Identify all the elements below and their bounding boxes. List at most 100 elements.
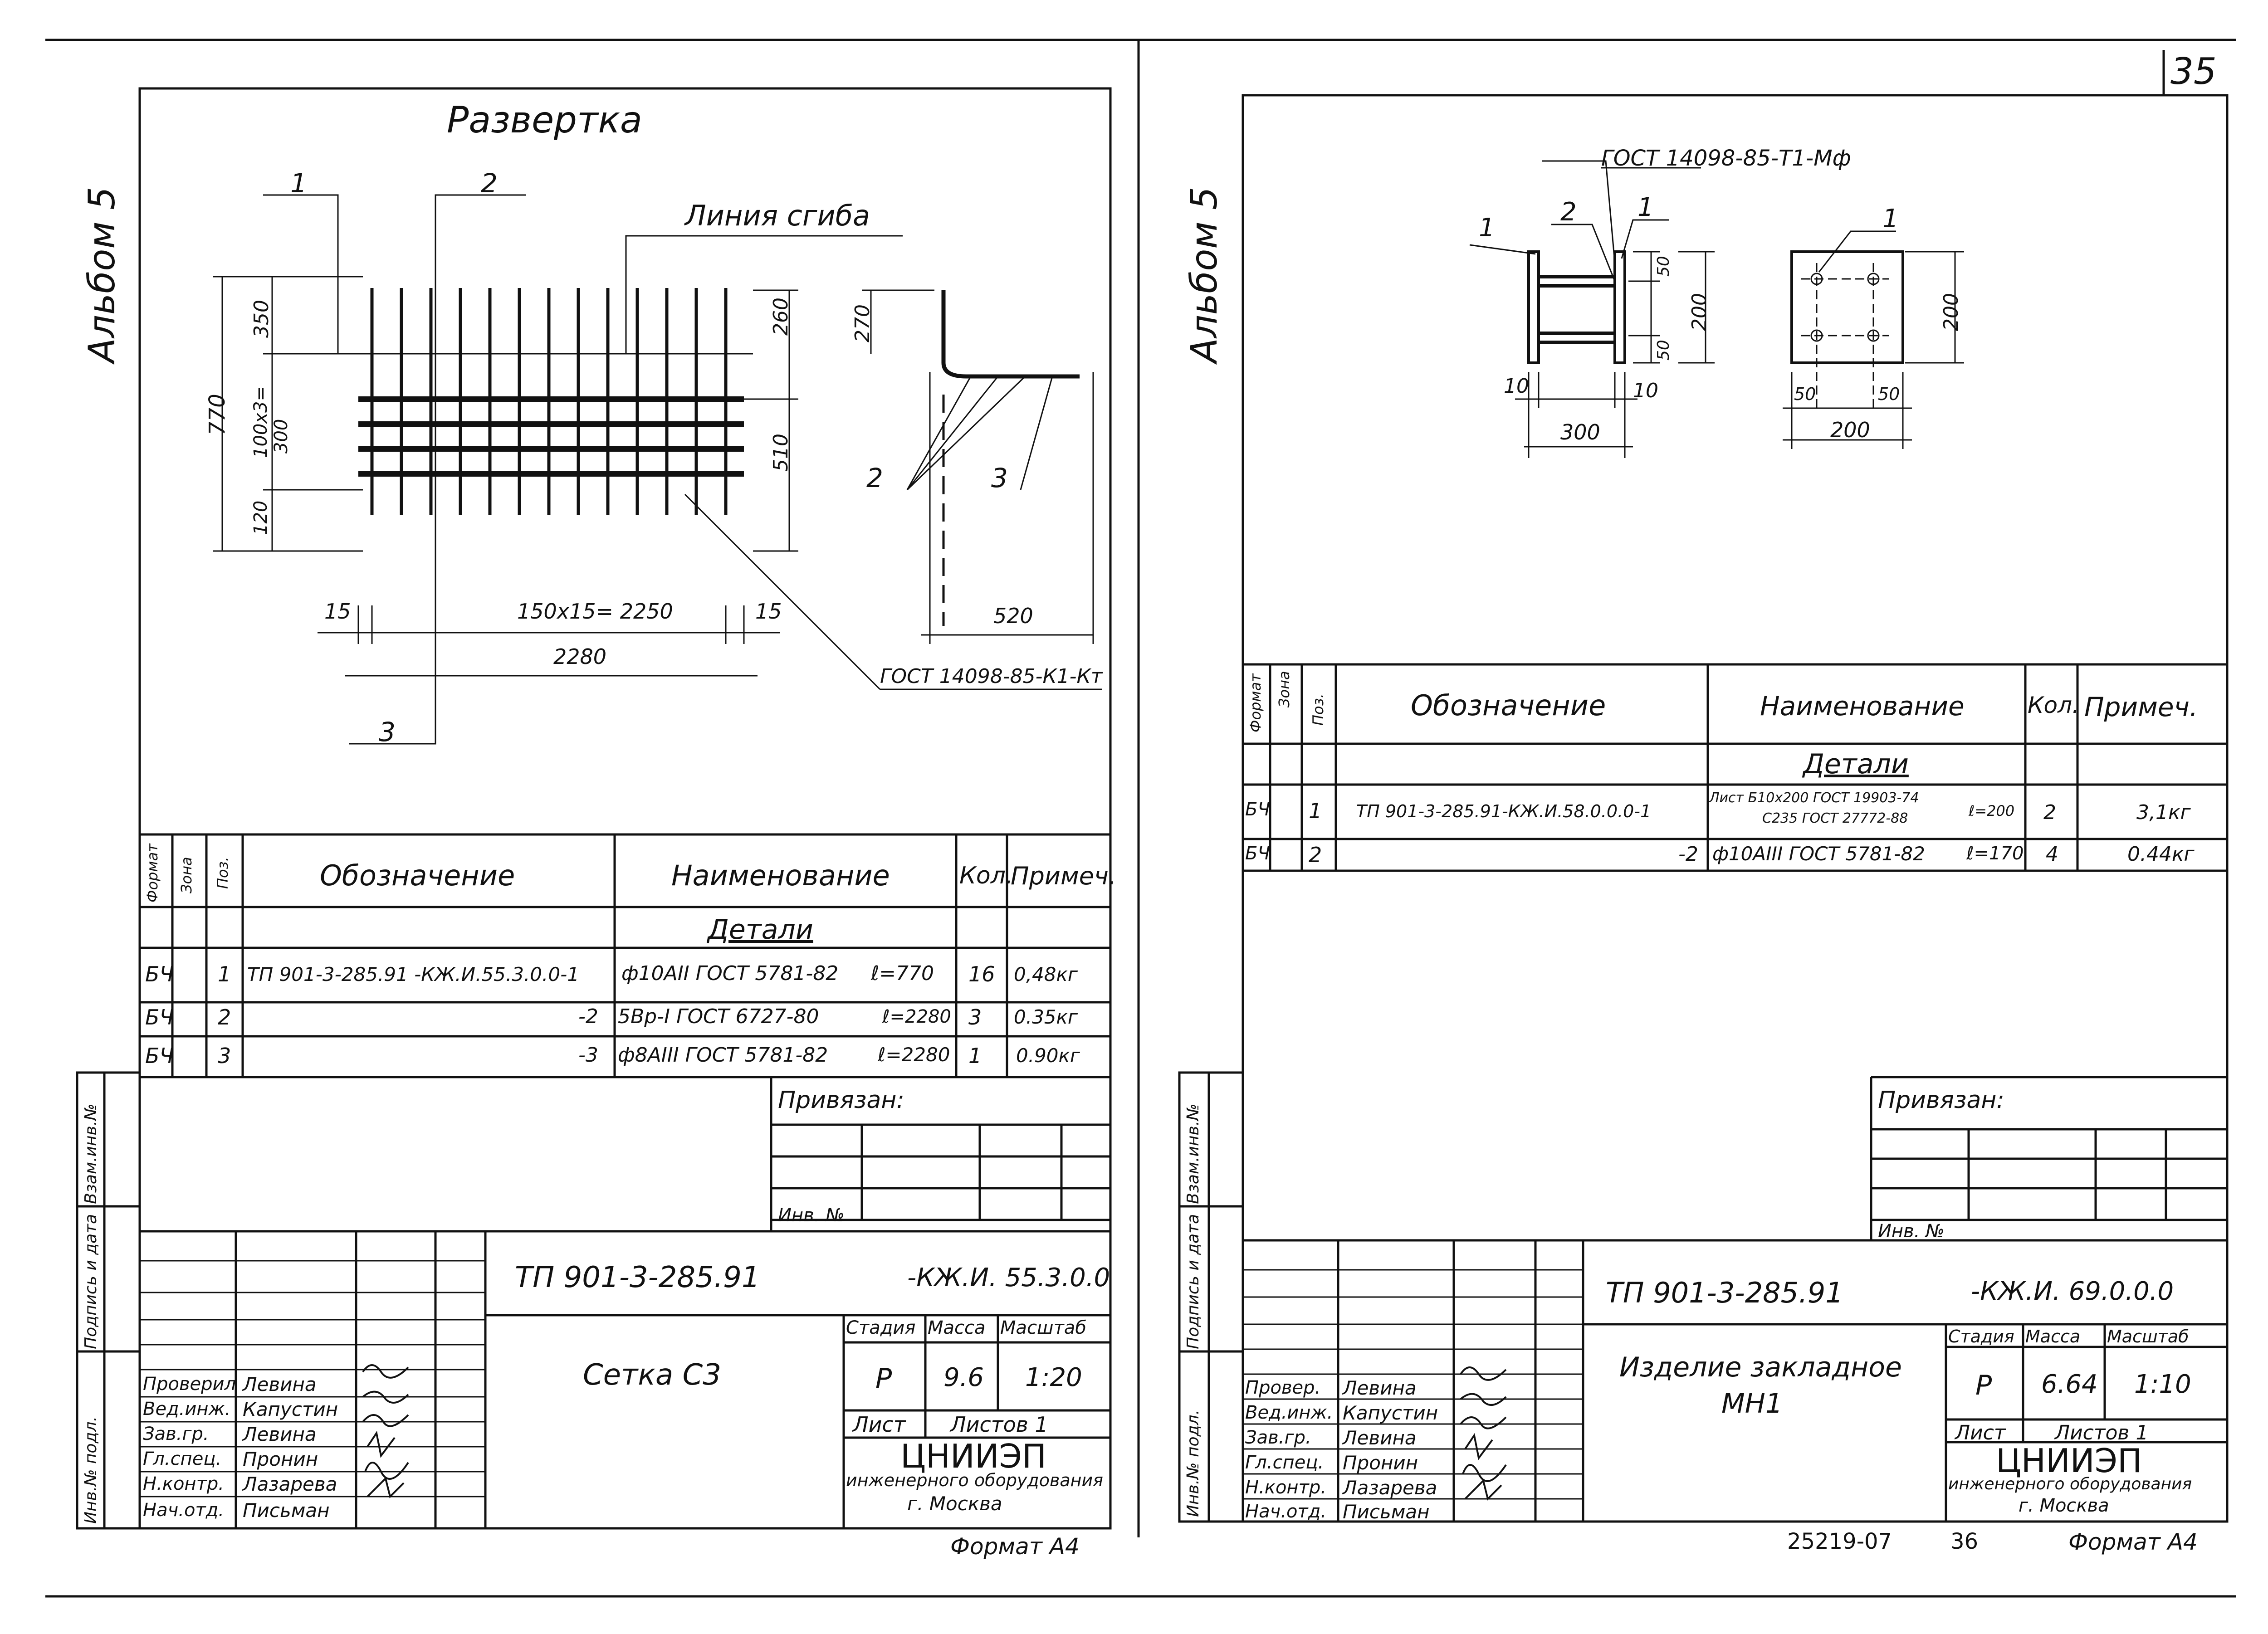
left-person-4-role: Гл.спец. (143, 1449, 222, 1469)
left-scale: 1:20 (1025, 1363, 1082, 1392)
right-row2-note: 0.44кг (2127, 843, 2195, 866)
left-org-line2: инженерного оборудования (846, 1470, 1104, 1490)
right-col-zone: Зона (1276, 671, 1293, 707)
dim-350: 350 (250, 300, 273, 338)
left-format-label: Формат А4 (950, 1533, 1080, 1560)
left-person-2-name: Капустин (243, 1398, 338, 1420)
right-sheets-label: Листов 1 (2055, 1421, 2149, 1444)
left-row1-length: ℓ=770 (871, 962, 934, 985)
right-person-6-name: Письман (1343, 1501, 1430, 1523)
right-stamp-sign-date: Подпись и дата (1184, 1214, 1202, 1349)
right-inv-label: Инв. № (1878, 1221, 1945, 1242)
right-callout-1b: 1 (1637, 193, 1654, 222)
left-mass-label: Масса (928, 1317, 986, 1338)
left-album-label: Альбом 5 (81, 187, 123, 363)
right-stage: Р (1975, 1370, 1992, 1401)
right-col-note: Примеч. (2084, 692, 2198, 722)
right-mass-label: Масса (2025, 1327, 2081, 1346)
right-person-2-name: Капустин (1343, 1402, 1438, 1424)
left-row1-note: 0,48кг (1014, 963, 1078, 985)
dim-510: 510 (769, 434, 792, 472)
signatures (362, 1364, 1507, 1501)
page-number: 35 (2170, 50, 2217, 93)
left-row1-name: ф10АII ГОСТ 5781-82 (621, 962, 839, 985)
left-row1-format: БЧ (145, 962, 174, 986)
dim-r-10b: 10 (1633, 379, 1658, 402)
left-stamp-inv-orig: Инв.№ подл. (82, 1416, 100, 1524)
left-person-1-role: Проверил (143, 1374, 236, 1395)
right-row2-qty: 4 (2046, 843, 2058, 866)
left-sheet-frame (138, 87, 1112, 1530)
right-person-4-name: Пронин (1343, 1452, 1418, 1474)
left-bound-label: Привязан: (778, 1087, 904, 1114)
right-person-4-role: Гл.спец. (1245, 1452, 1324, 1473)
left-item-name: Сетка С3 (583, 1358, 721, 1392)
right-mass: 6.64 (2041, 1370, 2098, 1399)
left-doc-code: ТП 901-3-285.91 (515, 1261, 760, 1294)
right-org-line2: инженерного оборудования (1948, 1475, 2192, 1493)
left-row3-length: ℓ=2280 (878, 1044, 950, 1066)
right-person-2-role: Вед.инж. (1245, 1402, 1333, 1423)
right-col-format: Формат (1247, 673, 1264, 732)
right-row1-format: БЧ (1245, 799, 1270, 820)
left-callout-2: 2 (481, 168, 498, 199)
left-mass: 9.6 (943, 1363, 984, 1392)
left-row2-qty: 3 (968, 1005, 982, 1029)
right-item-name-1: Изделие закладное (1619, 1351, 1902, 1383)
left-col-designation: Обозначение (320, 859, 515, 892)
left-row3-note: 0.90кг (1016, 1044, 1080, 1067)
right-spec-table-grid (1243, 663, 2227, 872)
right-row2-format: БЧ (1245, 843, 1270, 864)
right-row1-name-top: Лист Б10х200 ГОСТ 19903-74 (1709, 790, 1919, 806)
right-item-name-2: МН1 (1721, 1388, 1783, 1419)
right-side-stamp (1178, 1071, 1244, 1523)
right-sheet-frame (1242, 94, 2229, 1523)
left-row2-note: 0.35кг (1014, 1006, 1078, 1028)
dim-r-50d: 50 (1878, 384, 1900, 404)
dim-r-200c: 200 (1830, 418, 1870, 442)
dim-r-300: 300 (1560, 420, 1600, 444)
left-person-6-role: Нач.отд. (143, 1500, 225, 1521)
left-callout-1: 1 (290, 168, 307, 199)
right-col-name: Наименование (1760, 691, 1965, 722)
right-person-3-role: Зав.гр. (1245, 1427, 1311, 1448)
dim-r-50a: 50 (1654, 256, 1673, 277)
dim-150x15: 150x15= 2250 (517, 599, 673, 624)
right-stage-label: Стадия (1948, 1327, 2014, 1346)
dim-2280: 2280 (553, 644, 607, 669)
right-person-5-name: Лазарева (1343, 1477, 1437, 1499)
right-person-5-role: Н.контр. (1245, 1477, 1326, 1498)
left-row3-designation: -3 (578, 1044, 598, 1067)
left-inv-label: Инв. № (778, 1205, 845, 1226)
right-person-3-name: Левина (1343, 1427, 1417, 1449)
left-row3-qty: 1 (968, 1044, 982, 1068)
dim-15a: 15 (324, 599, 351, 624)
left-side-callout-2: 2 (866, 463, 883, 493)
left-bound-block (770, 1077, 1110, 1231)
right-row2-name: ф10АIII ГОСТ 5781-82 (1712, 843, 1925, 865)
right-org-name: ЦНИИЭП (1996, 1442, 2142, 1480)
left-stage: Р (875, 1363, 892, 1395)
right-archive-number: 25219-07 (1787, 1529, 1892, 1554)
dim-r-200a: 200 (1688, 293, 1711, 331)
dim-r-10a: 10 (1504, 375, 1529, 398)
left-row1-qty: 16 (968, 962, 995, 986)
left-col-zone: Зона (178, 857, 195, 893)
right-callout-1c: 1 (1882, 204, 1899, 234)
right-format-label: Формат А4 (2068, 1529, 2198, 1555)
left-org-line3: г. Москва (907, 1493, 1002, 1515)
left-row2-pos: 2 (218, 1005, 231, 1029)
dim-r-50c: 50 (1794, 384, 1816, 404)
left-title-block (140, 1230, 1110, 1528)
right-title-block (1243, 1239, 2227, 1522)
right-callout-2: 2 (1560, 197, 1577, 227)
right-bound-label: Привязан: (1878, 1087, 2004, 1114)
left-side-callout-3: 3 (991, 463, 1008, 493)
right-doc-code: ТП 901-3-285.91 (1606, 1276, 1843, 1309)
right-scale-label: Масштаб (2107, 1327, 2189, 1346)
right-album-label: Альбом 5 (1183, 187, 1225, 363)
left-scale-label: Масштаб (1000, 1317, 1087, 1338)
right-stamp-replace: Взам.инв.№ (1184, 1103, 1202, 1204)
left-person-5-role: Н.контр. (143, 1473, 224, 1494)
